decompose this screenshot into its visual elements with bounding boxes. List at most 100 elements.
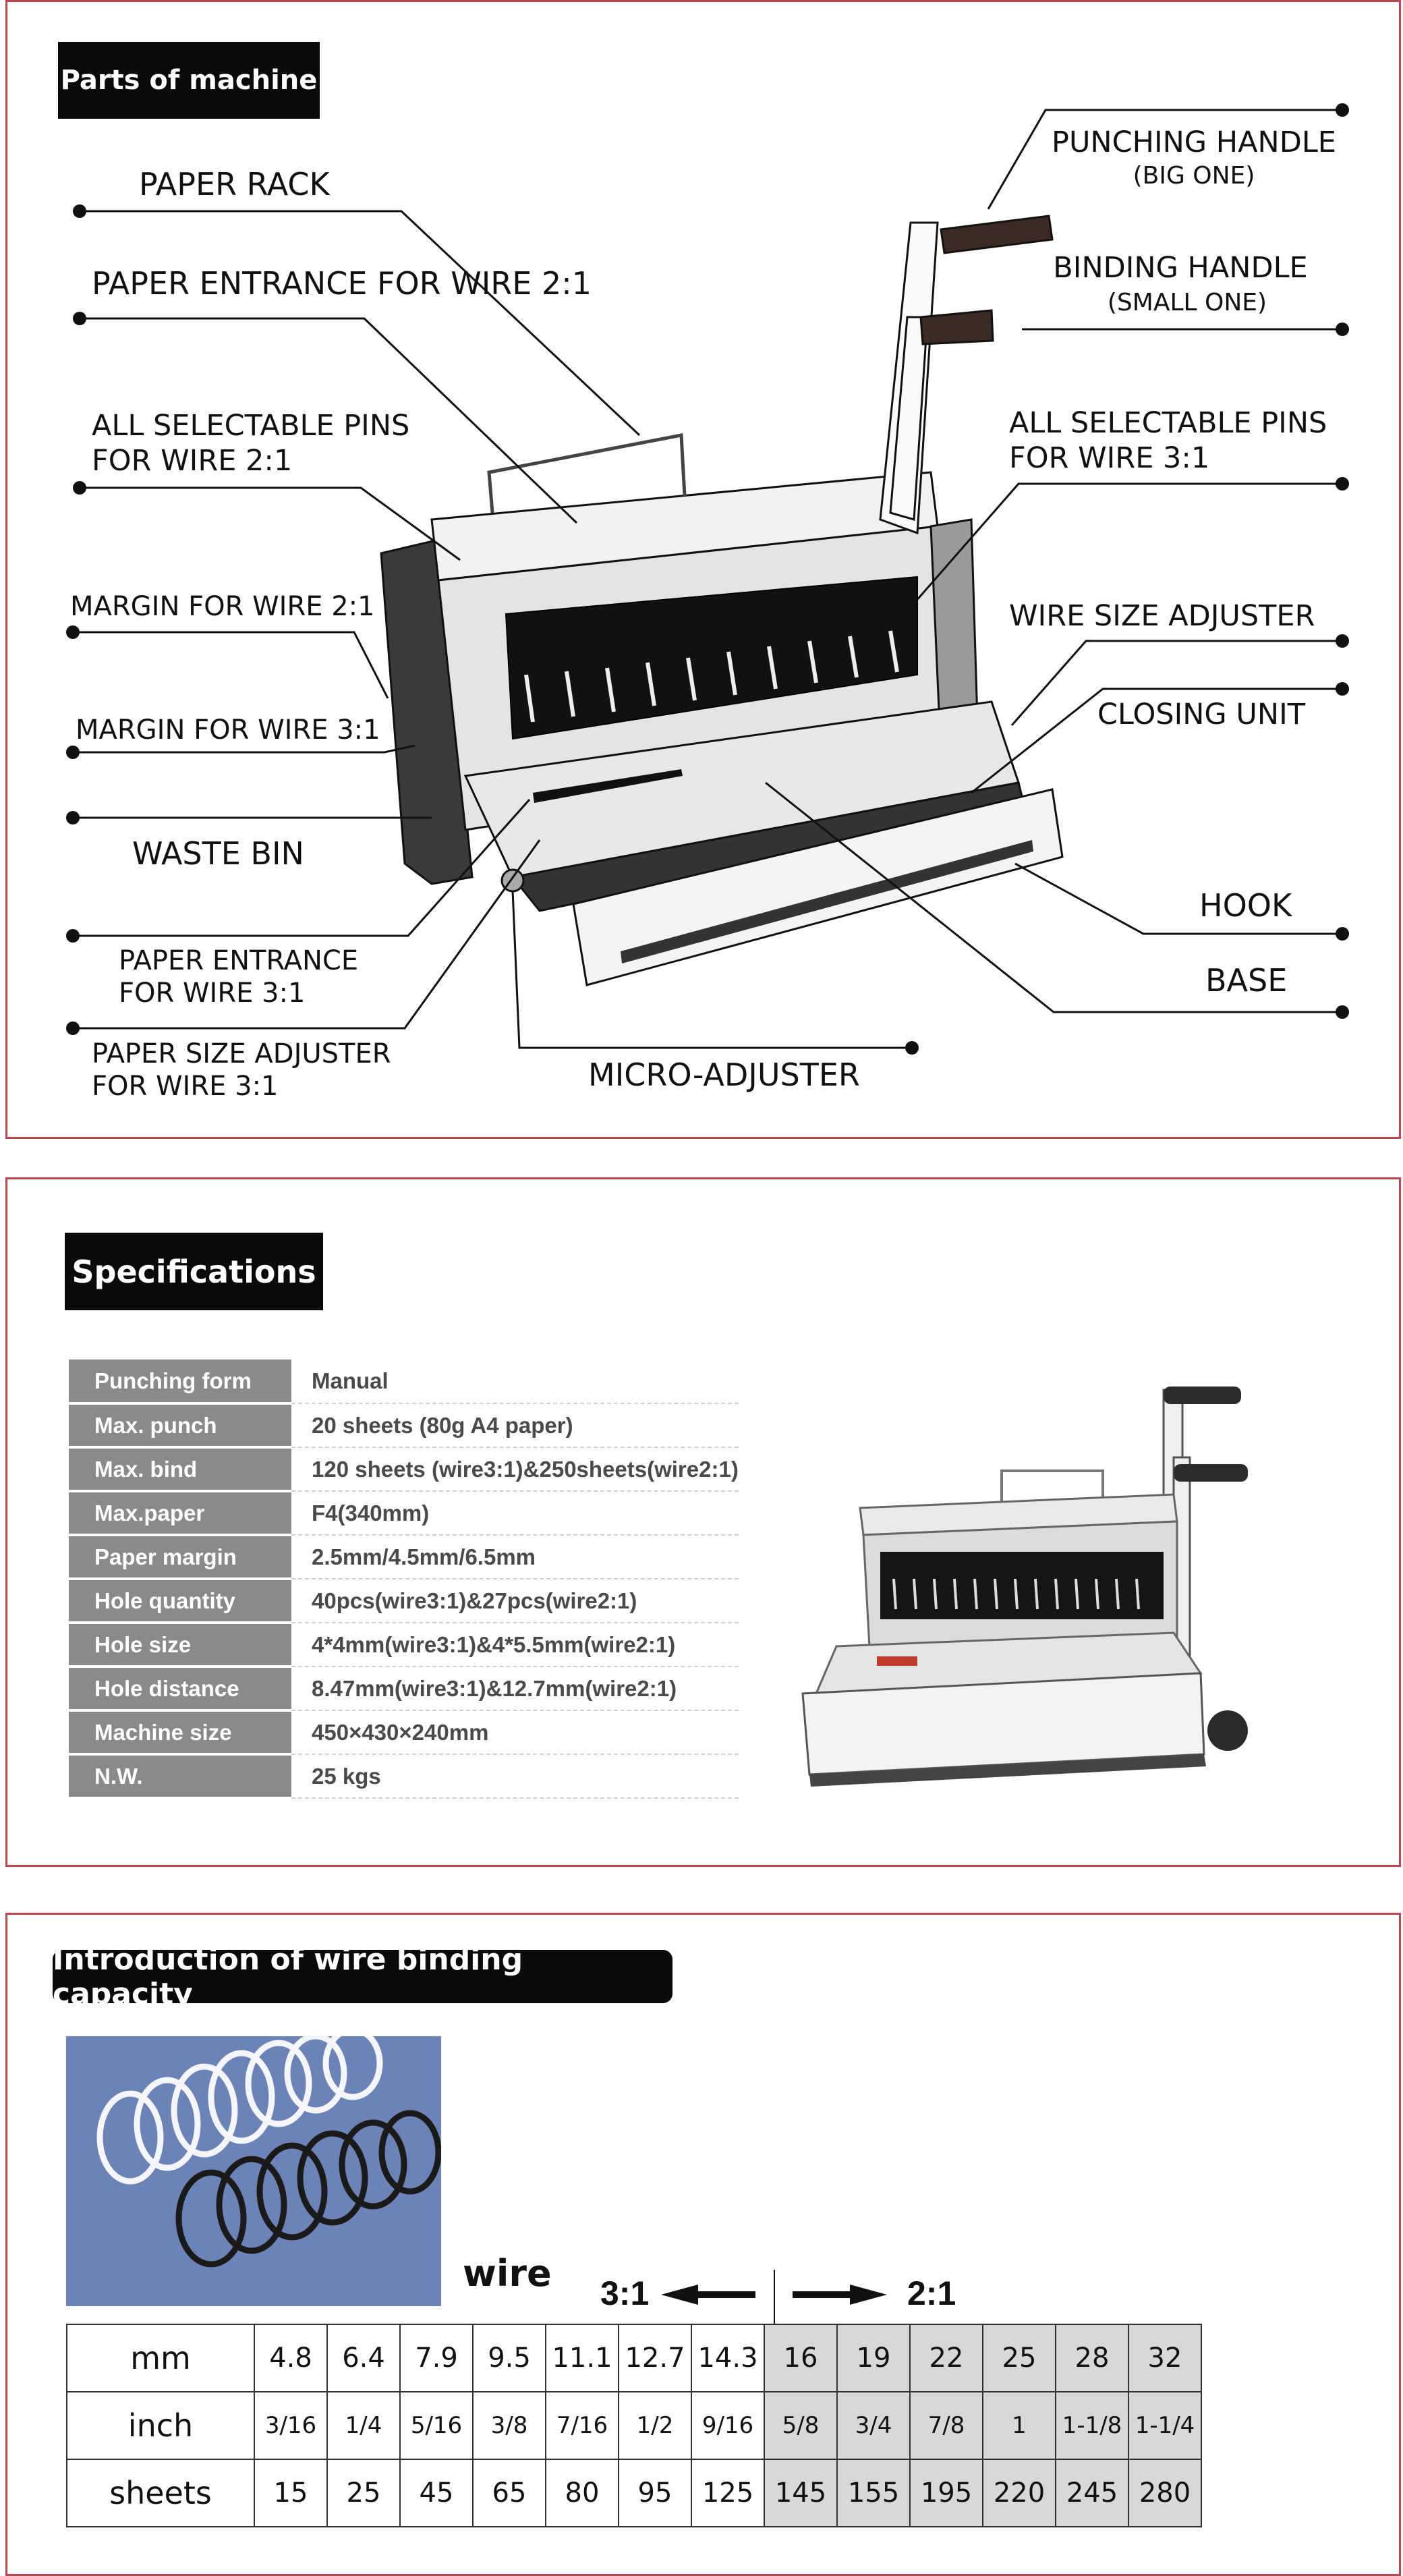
cell: 155 — [836, 2459, 911, 2527]
capacity-row-mm: mm 4.8 6.4 7.9 9.5 11.1 12.7 14.3 16 19 … — [66, 2324, 1202, 2392]
spec-value: F4(340mm) — [291, 1491, 739, 1536]
spec-value: Manual — [291, 1360, 739, 1404]
cell: 9/16 — [691, 2391, 765, 2460]
spec-key: Paper margin — [69, 1535, 291, 1580]
cell: 32 — [1128, 2324, 1202, 2392]
cell: 1 — [982, 2391, 1056, 2460]
cell: 22 — [909, 2324, 983, 2392]
spec-key: Max.paper — [69, 1491, 291, 1536]
row-header: mm — [66, 2324, 255, 2392]
spec-value: 450×430×240mm — [291, 1710, 739, 1755]
machine-illustration — [380, 215, 1064, 986]
cell: 1-1/4 — [1128, 2391, 1202, 2460]
spec-row: N.W.25 kgs — [69, 1754, 739, 1799]
cell: 19 — [836, 2324, 911, 2392]
capacity-table: mm 4.8 6.4 7.9 9.5 11.1 12.7 14.3 16 19 … — [66, 2324, 1202, 2527]
cell: 280 — [1128, 2459, 1202, 2527]
cell: 3/8 — [472, 2391, 546, 2460]
leader-dots — [66, 103, 1349, 1055]
label-pins-31: ALL SELECTABLE PINS FOR WIRE 3:1 — [1009, 406, 1327, 475]
spec-key: Hole size — [69, 1623, 291, 1668]
cell: 3/4 — [836, 2391, 911, 2460]
cell: 245 — [1055, 2459, 1129, 2527]
ratio-3-1-label: 3:1 — [600, 2274, 650, 2312]
capacity-row-sheets: sheets 15 25 45 65 80 95 125 145 155 195… — [66, 2459, 1202, 2527]
wire-photo — [66, 2036, 441, 2306]
spec-key: Max. bind — [69, 1447, 291, 1492]
label-margin-21: MARGIN FOR WIRE 2:1 — [70, 591, 375, 622]
machine-diagram — [66, 103, 1349, 1055]
spec-value: 25 kgs — [291, 1754, 739, 1799]
cell: 1-1/8 — [1055, 2391, 1129, 2460]
capacity-row-inch: inch 3/16 1/4 5/16 3/8 7/16 1/2 9/16 5/8… — [66, 2391, 1202, 2460]
spec-key: Machine size — [69, 1710, 291, 1756]
spec-value: 8.47mm(wire3:1)&12.7mm(wire2:1) — [291, 1667, 739, 1711]
label-paper-entrance-31: PAPER ENTRANCE FOR WIRE 3:1 — [119, 945, 359, 1009]
spec-value: 4*4mm(wire3:1)&4*5.5mm(wire2:1) — [291, 1623, 739, 1667]
label-paper-rack: PAPER RACK — [139, 166, 330, 202]
cell: 7/16 — [545, 2391, 619, 2460]
cell: 16 — [764, 2324, 838, 2392]
label-margin-31: MARGIN FOR WIRE 3:1 — [76, 715, 380, 746]
cell: 25 — [326, 2459, 401, 2527]
cell: 14.3 — [691, 2324, 765, 2392]
cell: 11.1 — [545, 2324, 619, 2392]
cell: 80 — [545, 2459, 619, 2527]
parts-title: Parts of machine — [58, 42, 320, 119]
label-waste-bin: WASTE BIN — [132, 835, 304, 872]
cell: 28 — [1055, 2324, 1129, 2392]
label-pins-21: ALL SELECTABLE PINS FOR WIRE 2:1 — [92, 409, 410, 478]
arrow-right-icon — [793, 2285, 887, 2305]
label-paper-entrance-21: PAPER ENTRANCE FOR WIRE 2:1 — [92, 265, 592, 302]
spec-value: 2.5mm/4.5mm/6.5mm — [291, 1535, 739, 1579]
cell: 5/16 — [399, 2391, 474, 2460]
label-wire-size-adjuster: WIRE SIZE ADJUSTER — [1009, 599, 1315, 633]
label-closing-unit: CLOSING UNIT — [1097, 698, 1306, 731]
label-paper-size-adjuster: PAPER SIZE ADJUSTER FOR WIRE 3:1 — [92, 1038, 391, 1102]
cell: 1/4 — [326, 2391, 401, 2460]
cell: 65 — [472, 2459, 546, 2527]
cell: 45 — [399, 2459, 474, 2527]
label-binding-handle: BINDING HANDLE — [1053, 251, 1308, 285]
cell: 125 — [691, 2459, 765, 2527]
cell: 1/2 — [618, 2391, 692, 2460]
arrow-left-icon — [661, 2285, 755, 2305]
label-punching-handle: PUNCHING HANDLE — [1052, 125, 1336, 159]
ratio-2-1-label: 2:1 — [907, 2274, 956, 2312]
cell: 3/16 — [254, 2391, 328, 2460]
cell: 220 — [982, 2459, 1056, 2527]
label-hook: HOOK — [1199, 887, 1292, 924]
cell: 5/8 — [764, 2391, 838, 2460]
ratio-arrows — [661, 2270, 887, 2324]
cell: 95 — [618, 2459, 692, 2527]
cell: 145 — [764, 2459, 838, 2527]
cell: 6.4 — [326, 2324, 401, 2392]
spec-key: N.W. — [69, 1754, 291, 1799]
cell: 15 — [254, 2459, 328, 2527]
cell: 4.8 — [254, 2324, 328, 2392]
cell: 12.7 — [618, 2324, 692, 2392]
spec-key: Hole quantity — [69, 1579, 291, 1624]
leader-lines — [73, 109, 1342, 1049]
label-micro-adjuster: MICRO-ADJUSTER — [588, 1057, 860, 1093]
row-header: inch — [66, 2391, 255, 2460]
label-punching-handle-sub: (BIG ONE) — [1133, 162, 1255, 190]
capacity-title: Introduction of wire binding capacity — [53, 1942, 672, 2011]
cell: 195 — [909, 2459, 983, 2527]
cell: 7/8 — [909, 2391, 983, 2460]
cell: 9.5 — [472, 2324, 546, 2392]
cell: 7.9 — [399, 2324, 474, 2392]
spec-value: 120 sheets (wire3:1)&250sheets(wire2:1) — [291, 1447, 739, 1492]
spec-value: 20 sheets (80g A4 paper) — [291, 1403, 739, 1448]
label-base: BASE — [1205, 962, 1288, 999]
label-binding-handle-sub: (SMALL ONE) — [1107, 289, 1267, 316]
machine-photo — [801, 1387, 1248, 1787]
wire-label: wire — [463, 2252, 552, 2295]
